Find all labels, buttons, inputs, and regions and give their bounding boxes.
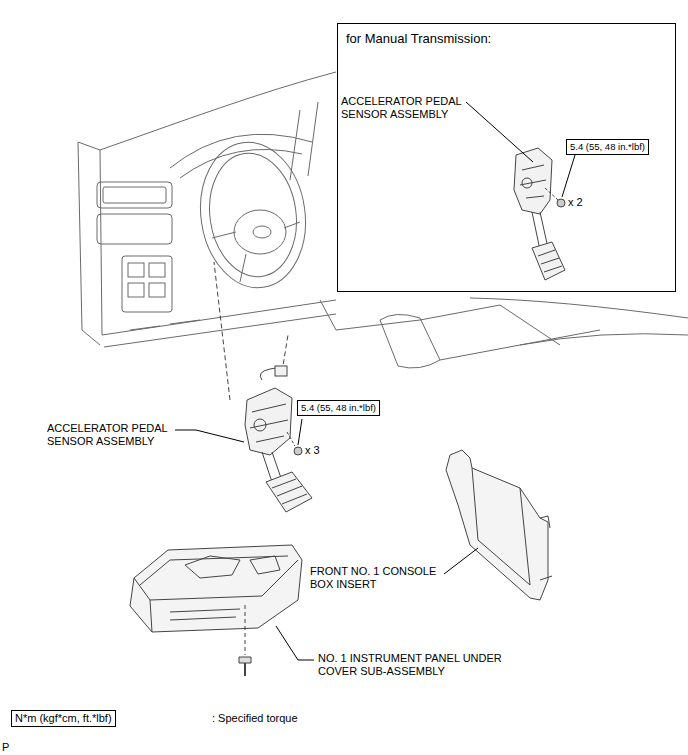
pedal-pad (532, 242, 565, 280)
install-guide (214, 262, 230, 400)
screw-guide (245, 605, 246, 655)
pedal-sensor (254, 419, 266, 431)
switch (128, 263, 144, 277)
quantity: x 3 (305, 444, 320, 457)
dash-line (130, 320, 200, 330)
inset-pedal-drawing (514, 148, 565, 280)
leader-line (276, 626, 314, 660)
nut (557, 199, 565, 207)
wire-harness (260, 368, 276, 380)
part-name: NO. 1 INSTRUMENT PANEL UNDER COVER SUB-A… (318, 652, 523, 678)
dash-line (78, 142, 100, 345)
pedal-sensor (522, 178, 532, 188)
console-insert-drawing (446, 450, 552, 600)
console-insert-clip (540, 516, 552, 580)
pedal-pad-ridge (272, 479, 307, 504)
screw-head (239, 657, 251, 663)
air-vent (103, 187, 166, 203)
steering-logo (253, 226, 271, 238)
dash-line (100, 150, 102, 335)
leader-line (298, 419, 302, 445)
legend-text: : Specified torque (212, 712, 298, 725)
pedal-bracket-detail (250, 404, 288, 442)
console-insert-edge (472, 468, 530, 585)
pedal-pad (266, 472, 312, 512)
steering-hub (234, 210, 286, 254)
switch (149, 263, 165, 277)
switch-panel (122, 256, 172, 312)
console-line (420, 305, 600, 360)
switch (128, 283, 144, 297)
steering-column (290, 102, 318, 180)
under-cover-detail (170, 609, 240, 620)
switch (149, 283, 165, 297)
pedal-bracket (514, 148, 552, 214)
under-cover-drawing (130, 545, 302, 676)
screw-shank (244, 663, 246, 676)
part-name: ACCELERATOR PEDAL SENSOR ASSEMBLY (47, 422, 182, 448)
nut (294, 447, 302, 455)
shift-knob-area (380, 314, 440, 368)
dash-line (102, 300, 336, 335)
torque-box: 5.4 (55, 48 in.*lbf) (566, 139, 649, 155)
leader-line (562, 155, 575, 197)
under-cover-edge (134, 556, 298, 632)
air-vent (97, 214, 172, 244)
bolt-guide (545, 188, 558, 200)
meter-hood (180, 149, 302, 178)
pedal-bracket (245, 388, 292, 455)
part-name: FRONT NO. 1 CONSOLE BOX INSERT (310, 565, 450, 591)
bolt-guide (287, 432, 295, 446)
inset-ground (337, 23, 676, 292)
under-cover-detail (185, 556, 280, 578)
steering-spoke (212, 222, 300, 282)
part-name: ACCELERATOR PEDAL SENSOR ASSEMBLY (341, 95, 476, 121)
connector (275, 366, 287, 376)
seat-line (470, 298, 688, 345)
leader-line (175, 430, 244, 442)
inset-title: for Manual Transmission: (346, 31, 491, 46)
legend-box: N*m (kgf*cm, ft.*lbf) (11, 710, 116, 727)
quantity: x 2 (568, 196, 583, 209)
leader-line (466, 102, 533, 162)
steering-wheel (202, 148, 304, 283)
air-vent (97, 182, 172, 208)
torque-value: 5.4 (55, 48 in.*lbf) (570, 141, 645, 153)
inset-panel: for Manual Transmission: 5.4 (55, 48 in.*… (337, 23, 676, 292)
pedal-pad-ridge (538, 250, 562, 272)
pedal-bracket-detail (520, 165, 546, 198)
console-insert (446, 450, 548, 600)
main-pedal-drawing (214, 262, 312, 512)
leader-line (444, 548, 478, 574)
steering-wheel (191, 135, 314, 294)
page-mark: P (2, 741, 9, 754)
torque-box: 5.4 (55, 48 in.*lbf) (297, 400, 380, 416)
legend-unit: N*m (kgf*cm, ft.*lbf) (15, 712, 112, 725)
torque-value: 5.4 (55, 48 in.*lbf) (301, 402, 376, 414)
dash-line (104, 314, 336, 347)
leader-lines (175, 102, 575, 660)
under-cover (130, 545, 302, 632)
